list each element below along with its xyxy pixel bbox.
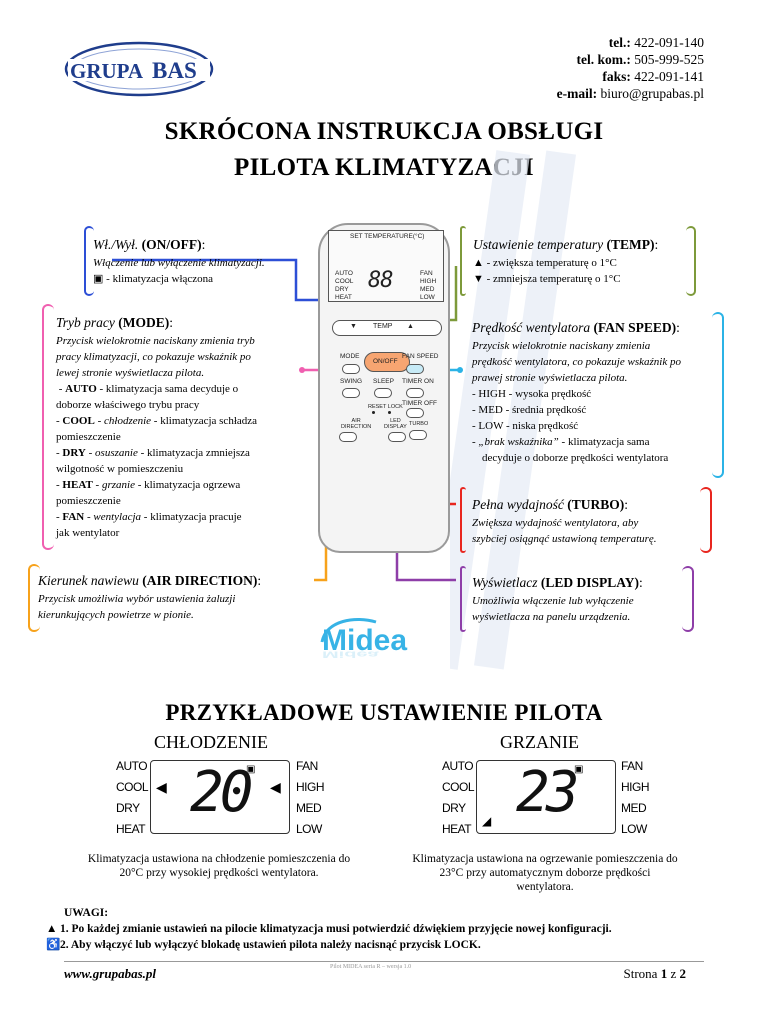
heating-mode-arrow-icon: ◢ bbox=[482, 814, 492, 828]
air-direction-button[interactable] bbox=[339, 432, 357, 442]
midea-logo: Midea Midea bbox=[316, 612, 466, 670]
cooling-label: CHŁODZENIE bbox=[154, 732, 268, 752]
cooling-fan-arrow-icon: ◀ bbox=[270, 781, 281, 796]
heating-onoff-icon: ▣ bbox=[574, 764, 584, 775]
temp-bracket-left bbox=[460, 226, 466, 296]
heating-temp: 23 bbox=[516, 760, 579, 825]
lock-pinhole[interactable] bbox=[388, 411, 391, 414]
examples-title: PRZYKŁADOWE USTAWIENIE PILOTA bbox=[165, 700, 603, 725]
contact-mobile: tel. kom.: 505-999-525 bbox=[576, 52, 705, 67]
heating-caption: Klimatyzacja ustawiona na ogrzewanie pom… bbox=[412, 853, 678, 893]
onoff-bracket bbox=[84, 226, 94, 296]
timer-on-label: TIMER ON bbox=[402, 378, 434, 385]
timer-off-button[interactable] bbox=[406, 408, 424, 418]
callout-turbo: Pełna wydajność (TURBO): Zwiększa wydajn… bbox=[472, 497, 657, 545]
contact-tel: tel.: 422-091-140 bbox=[608, 35, 704, 50]
led-display-bracket-left bbox=[460, 566, 466, 632]
svg-text:Midea: Midea bbox=[322, 624, 407, 657]
lock-icon: ♿ bbox=[46, 939, 61, 951]
timer-on-button[interactable] bbox=[406, 388, 424, 398]
temp-bracket bbox=[686, 226, 696, 296]
cooling-caption: Klimatyzacja ustawiona na chłodzenie pom… bbox=[87, 853, 351, 879]
remote-digits: 88 bbox=[368, 268, 393, 293]
mode-bracket bbox=[42, 304, 54, 550]
warning-icon: ▲ bbox=[46, 923, 58, 935]
title-line-1: SKRÓCONA INSTRUKCJA OBSŁUGI bbox=[164, 118, 604, 145]
onoff-indicator-icon: ▣ bbox=[93, 273, 104, 285]
footer-page: Strona 1 z 2 bbox=[623, 966, 686, 981]
title-line-2: PILOTA KLIMATYZACJI bbox=[234, 154, 534, 181]
contact-fax: faks: 422-091-141 bbox=[602, 69, 704, 84]
svg-text:BAS: BAS bbox=[152, 58, 197, 83]
reset-pinhole[interactable] bbox=[372, 411, 375, 414]
swing-label: SWING bbox=[340, 378, 363, 385]
cooling-temp: 20 bbox=[190, 760, 253, 825]
contact-email: e-mail: biuro@grupabas.pl bbox=[556, 86, 704, 101]
fan-speed-button[interactable] bbox=[406, 364, 424, 374]
onoff-label: ON/OFF bbox=[373, 358, 398, 365]
turbo-button[interactable] bbox=[409, 430, 427, 440]
led-display-bracket bbox=[682, 566, 694, 632]
reset-lock-label: RESET LOCK bbox=[368, 404, 403, 410]
cooling-mode-arrow-icon: ◀ bbox=[156, 781, 167, 796]
fan-speed-bracket bbox=[712, 312, 724, 478]
swing-button[interactable] bbox=[342, 388, 360, 398]
temp-up-icon[interactable]: ▲ bbox=[407, 323, 414, 330]
temp-label: TEMP bbox=[373, 323, 393, 330]
footer-url[interactable]: www.grupabas.pl bbox=[64, 966, 156, 981]
led-display-button[interactable] bbox=[388, 432, 406, 442]
turbo-bracket bbox=[700, 487, 712, 553]
grupabas-logo: GRUPA BAS bbox=[64, 40, 214, 98]
mode-button[interactable] bbox=[342, 364, 360, 374]
turbo-bracket-left bbox=[460, 487, 466, 553]
cooling-display bbox=[150, 760, 290, 834]
footer-doc-ref: Pilot MIDEA seria R – wersja 1.0 bbox=[330, 964, 412, 970]
svg-text:GRUPA: GRUPA bbox=[70, 59, 144, 83]
sleep-button[interactable] bbox=[374, 388, 392, 398]
mode-label: MODE bbox=[340, 353, 360, 360]
svg-text:Midea: Midea bbox=[322, 649, 379, 659]
temp-down-icon[interactable]: ▼ bbox=[350, 323, 357, 330]
callout-mode: Tryb pracy (MODE): Przycisk wielokrotnie… bbox=[56, 315, 258, 539]
temp-rocker[interactable] bbox=[332, 320, 442, 336]
midea-watermark bbox=[450, 150, 577, 670]
cooling-onoff-icon: ▣ bbox=[246, 764, 256, 775]
notes: UWAGI: ▲1. Po każdej zmianie ustawień na… bbox=[46, 907, 612, 951]
callout-fan-speed: Prędkość wentylatora (FAN SPEED): Przyci… bbox=[472, 320, 681, 464]
callout-air-direction: Kierunek nawiewu (AIR DIRECTION): Przyci… bbox=[38, 573, 262, 621]
sleep-label: SLEEP bbox=[373, 378, 394, 385]
fan-speed-label: FAN SPEED bbox=[402, 353, 439, 360]
contact-block: tel.: 422-091-140 tel. kom.: 505-999-525… bbox=[557, 34, 704, 102]
timer-off-label: TIMER OFF bbox=[402, 400, 438, 407]
heating-label: GRZANIE bbox=[500, 732, 579, 752]
callout-temp: Ustawienie temperatury (TEMP): ▲ - zwięk… bbox=[473, 237, 659, 285]
heating-display bbox=[476, 760, 616, 834]
remote-lcd bbox=[328, 230, 444, 302]
footer-divider bbox=[64, 961, 704, 962]
turbo-label: TURBO bbox=[409, 421, 429, 427]
onoff-button[interactable] bbox=[364, 352, 410, 372]
callout-onoff: Wł./Wył. (ON/OFF): Włączenie lub wyłącze… bbox=[93, 237, 265, 285]
remote-set-temperature: SET TEMPERATURE(°C) bbox=[350, 233, 425, 240]
air-direction-bracket bbox=[28, 564, 40, 632]
callout-led-display: Wyświetlacz (LED DISPLAY): Umożliwia włą… bbox=[472, 575, 643, 623]
